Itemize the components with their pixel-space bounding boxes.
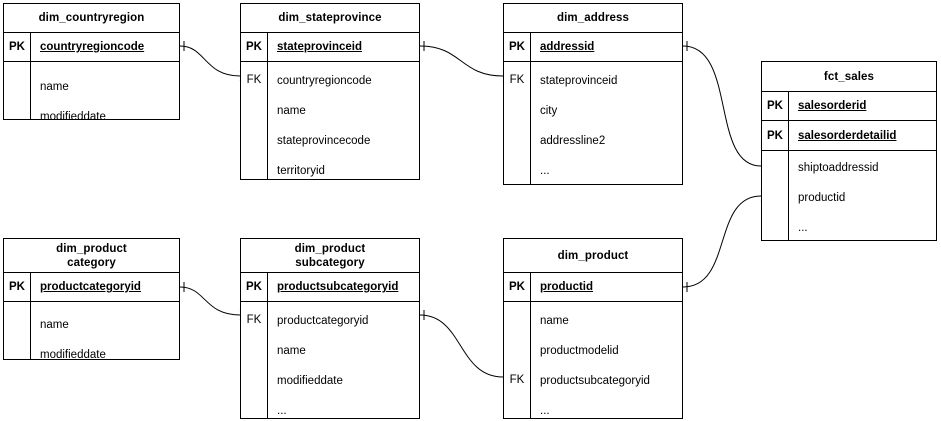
- relationship-line: [179, 45, 241, 77]
- key-badge: PK: [504, 273, 531, 301]
- key-badge: PK: [241, 273, 268, 301]
- entity-title: fct_sales: [762, 62, 936, 92]
- key-row[interactable]: PK stateprovinceid: [241, 33, 419, 62]
- attribute-row[interactable]: stateprovinceid: [540, 75, 618, 87]
- attribute-row[interactable]: addressline2: [540, 135, 606, 147]
- attribute-row[interactable]: productsubcategoryid: [540, 375, 650, 387]
- entity-title: dim_address: [504, 4, 682, 33]
- foreign-key-badge: FK: [246, 74, 262, 86]
- key-badge: PK: [4, 273, 31, 301]
- attribute-names: countryregioncode name stateprovincecode te…: [268, 62, 419, 179]
- key-column-name: productcategoryid: [40, 281, 141, 293]
- attribute-list: name modifieddate: [4, 302, 179, 361]
- entity-title: dim_product: [504, 239, 682, 273]
- attribute-names: name productmodelid productsubcategoryid..…: [531, 302, 682, 418]
- foreign-key-badge-column: FK: [504, 62, 531, 184]
- attribute-row[interactable]: ...: [540, 405, 550, 417]
- attribute-row[interactable]: name: [540, 315, 569, 327]
- relationship-line: [419, 45, 504, 77]
- entity-title: dim_product subcategory: [241, 239, 419, 273]
- relationship-line: [179, 286, 241, 316]
- relationship-line: [682, 45, 762, 167]
- key-badge: PK: [4, 33, 31, 61]
- foreign-key-badge-column: FK: [241, 302, 268, 418]
- entity-title: dim_countryregion: [4, 4, 179, 33]
- attribute-list: name modifieddate: [4, 62, 179, 123]
- attribute-row[interactable]: modifieddate: [40, 349, 106, 361]
- relationship-product-to-fctsales[interactable]: [682, 190, 773, 292]
- key-badge: PK: [504, 33, 531, 61]
- key-row[interactable]: PK productsubcategoryid: [241, 273, 419, 302]
- attribute-list: FK stateprovinceid city addressline2...: [504, 62, 682, 184]
- attribute-names: name modifieddate: [31, 62, 179, 123]
- foreign-key-badge-column: [4, 302, 31, 359]
- foreign-key-badge: FK: [246, 314, 262, 326]
- relationship-line: [419, 314, 504, 378]
- attribute-row[interactable]: name: [40, 319, 69, 331]
- attribute-names: productcategoryid name modifieddate...: [268, 302, 419, 418]
- key-row[interactable]: PK salesorderid: [762, 92, 936, 121]
- attribute-row[interactable]: ...: [277, 405, 287, 417]
- key-badge: PK: [241, 33, 268, 61]
- foreign-key-badge-column: [762, 151, 789, 240]
- entity-title: dim_product category: [4, 239, 179, 273]
- attribute-row[interactable]: territoryid: [277, 165, 325, 177]
- attribute-row[interactable]: ...: [540, 165, 550, 177]
- attribute-names: name modifieddate: [31, 302, 179, 361]
- relationship-stateprovince-to-address[interactable]: [419, 41, 515, 82]
- key-row[interactable]: PK productid: [504, 273, 682, 302]
- attribute-list: shiptoaddressid productid...: [762, 151, 936, 240]
- attribute-row[interactable]: modifieddate: [40, 111, 106, 123]
- attribute-row[interactable]: productmodelid: [540, 345, 619, 357]
- relationship-subcategory-to-product[interactable]: [419, 310, 515, 383]
- key-column-name: productsubcategoryid: [277, 281, 399, 293]
- key-row[interactable]: PK productcategoryid: [4, 273, 179, 302]
- attribute-row[interactable]: ...: [798, 222, 808, 234]
- attribute-list: FK name productmodelid productsubcategoryid…: [504, 302, 682, 418]
- attribute-row[interactable]: modifieddate: [277, 375, 343, 387]
- foreign-key-badge: FK: [509, 74, 525, 86]
- attribute-list: FK productcategoryid name modifieddate...: [241, 302, 419, 418]
- attribute-row[interactable]: name: [40, 81, 69, 93]
- attribute-row[interactable]: name: [277, 345, 306, 357]
- key-column-name: productid: [540, 281, 594, 293]
- key-column-name: salesorderid: [798, 100, 867, 112]
- attribute-names: shiptoaddressid productid...: [789, 151, 936, 240]
- attribute-list: FK countryregioncode name stateprovincecode…: [241, 62, 419, 179]
- key-badge: PK: [762, 92, 789, 120]
- relationship-line: [682, 195, 762, 288]
- key-column-name: countryregioncode: [40, 41, 145, 53]
- foreign-key-badge-column: [4, 62, 31, 119]
- relationship-address-to-fctsales[interactable]: [682, 41, 773, 172]
- key-column-name: stateprovinceid: [277, 41, 362, 53]
- attribute-row[interactable]: stateprovincecode: [277, 135, 371, 147]
- key-badge: PK: [762, 121, 789, 150]
- key-row[interactable]: PK addressid: [504, 33, 682, 62]
- key-column-name: addressid: [540, 41, 595, 53]
- attribute-row[interactable]: city: [540, 105, 558, 117]
- attribute-names: stateprovinceid city addressline2...: [531, 62, 682, 184]
- foreign-key-badge-column: FK: [504, 302, 531, 418]
- key-row[interactable]: PK countryregioncode: [4, 33, 179, 62]
- attribute-row[interactable]: productcategoryid: [277, 315, 369, 327]
- foreign-key-badge: FK: [509, 374, 525, 386]
- entity-title: dim_stateprovince: [241, 4, 419, 33]
- key-row[interactable]: PK salesorderdetailid: [762, 121, 936, 151]
- attribute-row[interactable]: countryregioncode: [277, 75, 372, 87]
- key-column-name: salesorderdetailid: [798, 129, 897, 142]
- attribute-row[interactable]: shiptoaddressid: [798, 162, 879, 174]
- attribute-row[interactable]: productid: [798, 192, 846, 204]
- attribute-row[interactable]: name: [277, 105, 306, 117]
- foreign-key-badge-column: FK: [241, 62, 268, 179]
